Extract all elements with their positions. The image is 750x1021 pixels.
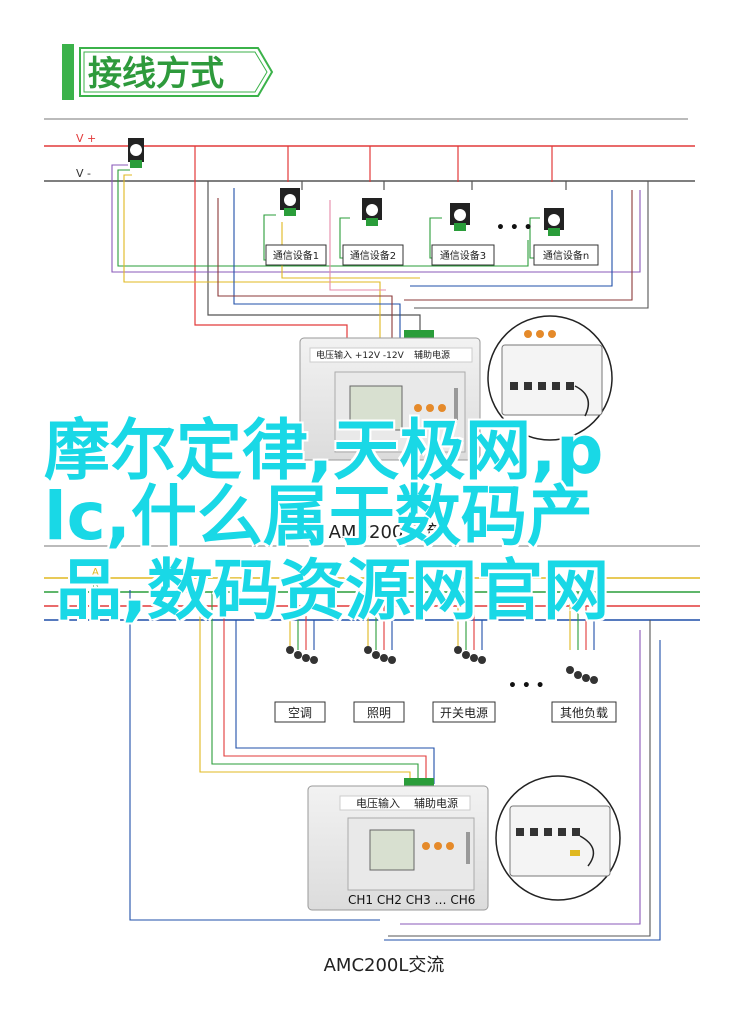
ac-sensors-aircon <box>286 646 318 664</box>
dc-zoom-detail <box>487 315 613 441</box>
header-accent-bar <box>62 44 74 100</box>
ac-meter-label-left: 电压输入 <box>356 796 400 810</box>
dc-meter-label-right: 辅助电源 <box>414 349 450 361</box>
device-2-label: 通信设备2 <box>350 249 396 262</box>
ac-load-sensors <box>286 646 598 684</box>
header-banner <box>79 47 274 97</box>
dc-section: V + V - <box>44 118 695 461</box>
ac-meter-label-right: 辅助电源 <box>414 796 458 810</box>
ac-section: A B C N <box>44 545 700 976</box>
dc-terminal-block <box>404 330 434 340</box>
ac-meter: 电压输入 辅助电源 CH1 CH2 CH3 … CH6 <box>307 785 489 911</box>
dc-sensor-wires <box>111 164 649 338</box>
sensor-2 <box>362 198 382 226</box>
load-psu-label: 开关电源 <box>440 706 488 720</box>
ac-return-wires <box>129 578 661 941</box>
overlay-line-3: 品,数码资源网官网 <box>56 552 610 629</box>
ac-sensors-lighting <box>364 646 396 664</box>
ac-rail-a-label: A <box>92 567 99 578</box>
load-aircon-label: 空调 <box>288 706 312 720</box>
ac-rail-n-label: N <box>92 609 99 620</box>
sensor-1 <box>280 188 300 216</box>
device-1-label: 通信设备1 <box>273 249 319 262</box>
device-3-label: 通信设备3 <box>440 249 486 262</box>
ac-meter-channels: CH1 CH2 CH3 … CH6 <box>348 893 475 907</box>
section-header: 接线方式 <box>62 44 274 100</box>
dc-device-sensors <box>280 188 564 236</box>
device-n-label: 通信设备n <box>543 249 589 262</box>
ac-terminal-block <box>404 778 434 788</box>
dc-meter-label-left: 电压输入 +12V -12V <box>316 349 405 361</box>
header-title: 接线方式 <box>88 54 224 94</box>
ac-load-boxes: 空调 照明 开关电源 其他负载 <box>274 701 617 723</box>
dc-caption: AMC200直流 <box>329 522 440 543</box>
ac-rail-c-label: C <box>92 595 99 606</box>
ac-caption: AMC200L交流 <box>324 955 445 976</box>
dc-positive-drops <box>194 146 553 338</box>
ac-zoom-detail <box>495 775 621 901</box>
ac-sensors-other <box>566 666 598 684</box>
dc-device-boxes: 通信设备1 通信设备2 通信设备3 通信设备n <box>265 244 599 266</box>
dc-main-sensor <box>128 138 144 168</box>
ac-sensors-psu <box>454 646 486 664</box>
dc-rail-negative-label: V - <box>76 167 91 180</box>
dc-rail-positive-label: V + <box>76 132 96 145</box>
dc-negative-drops <box>207 181 567 338</box>
sensor-n <box>544 208 564 236</box>
overlay-line-2: lc,什么属于数码产 <box>44 478 593 555</box>
sensor-3 <box>450 203 470 231</box>
dc-meter: 电压输入 +12V -12V 辅助电源 <box>299 337 481 461</box>
ac-load-drops <box>289 578 595 650</box>
overlay-line-1: 摩尔定律,天极网,p <box>44 412 604 489</box>
load-lighting-label: 照明 <box>367 706 391 720</box>
dc-ellipsis: • • • <box>496 220 533 236</box>
ac-ellipsis: • • • <box>508 678 545 694</box>
ac-rail-b-label: B <box>92 581 99 592</box>
load-other-label: 其他负载 <box>560 706 608 720</box>
header-banner-inner <box>83 51 268 93</box>
